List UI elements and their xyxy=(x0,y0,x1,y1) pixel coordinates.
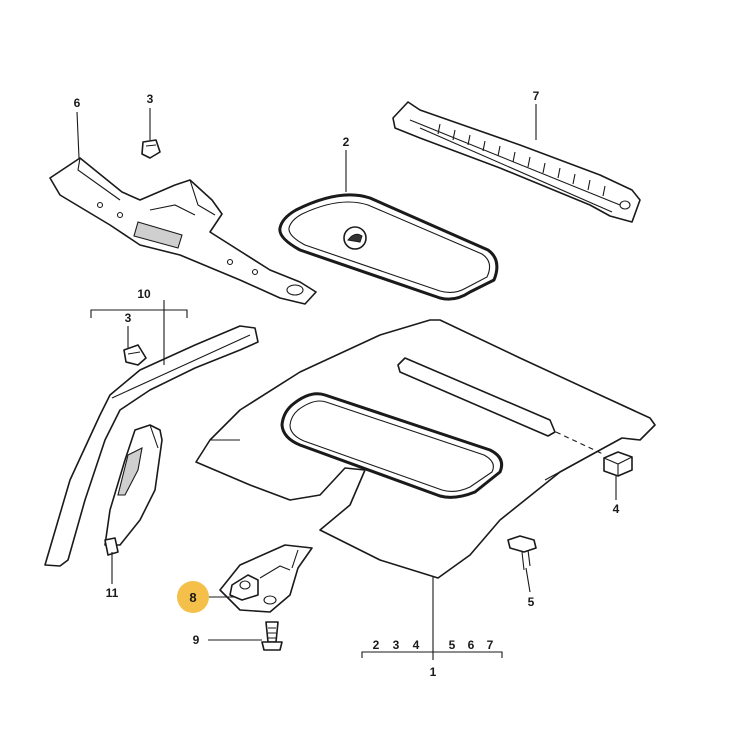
callout-1: 1 xyxy=(430,665,437,679)
bracket-number: 5 xyxy=(449,638,456,652)
part-3-clip-upper xyxy=(141,139,161,159)
part-4-clip-right xyxy=(603,451,633,477)
part-8-sun-visor-bracket xyxy=(219,544,313,613)
callout-8: 8 xyxy=(189,590,196,605)
bracket-number: 7 xyxy=(487,638,494,652)
bracket-number: 4 xyxy=(413,638,420,652)
callout-6: 6 xyxy=(74,96,81,110)
callout-9: 9 xyxy=(193,633,200,647)
part-11-pillar-panel xyxy=(104,424,163,556)
bracket-number: 6 xyxy=(468,638,475,652)
callout-3-lower: 3 xyxy=(125,311,132,325)
part-3-clip-lower xyxy=(123,344,147,366)
callout-3-upper: 3 xyxy=(147,92,154,106)
part-5-bracket xyxy=(507,535,537,571)
callout-11: 11 xyxy=(106,586,119,600)
part-10-a-pillar-trim xyxy=(44,325,259,567)
part-6-front-header-panel xyxy=(49,157,317,305)
callout-4: 4 xyxy=(613,502,620,516)
callout-5: 5 xyxy=(528,595,535,609)
part-2-sunroof-seal xyxy=(278,193,499,301)
leader-lines xyxy=(76,104,617,660)
callout-7: 7 xyxy=(533,89,540,103)
part-9-screw xyxy=(261,621,283,651)
bracket-number: 2 xyxy=(373,638,380,652)
callout-8-highlight xyxy=(177,581,209,613)
part-7-rear-roof-rail xyxy=(392,101,641,223)
callout-2: 2 xyxy=(343,135,350,149)
bracket-number: 3 xyxy=(393,638,400,652)
callout-10: 10 xyxy=(137,287,151,301)
callout-labels: 6 3 2 7 10 3 4 5 11 8 9 1 2 3 4 5 6 7 xyxy=(74,89,620,679)
part-1-headliner xyxy=(195,319,656,579)
